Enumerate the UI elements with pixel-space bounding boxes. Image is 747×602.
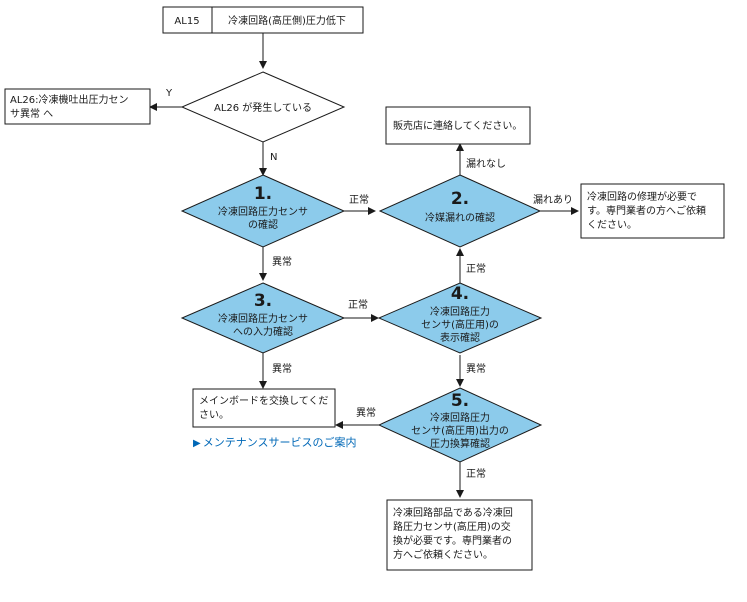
step2-diamond: 2. 冷媒漏れの確認	[378, 174, 542, 248]
step3-line2: への入力確認	[233, 325, 293, 338]
step5-diamond: 5. 冷凍回路圧力 センサ(高圧用)出力の 圧力換算確認	[377, 387, 543, 463]
label-1-normal: 正常	[349, 193, 369, 206]
mainboard-box-line1: メインボードを交換してくだ	[199, 394, 328, 407]
step1-diamond: 1. 冷凍回路圧力センサ の確認	[180, 174, 346, 248]
label-no: N	[270, 152, 277, 163]
dealer-box-text: 販売店に連絡してください。	[393, 119, 522, 132]
label-3-normal: 正常	[348, 298, 368, 311]
replace-box-line1: 冷凍回路部品である冷凍回	[393, 506, 513, 519]
repair-box-line3: ください。	[587, 219, 637, 231]
step4-number: 4.	[451, 284, 469, 304]
decision-al26-text: AL26 が発生している	[214, 101, 312, 114]
step4-line1: 冷凍回路圧力	[430, 305, 490, 318]
title-code: AL15	[174, 16, 199, 27]
connectors	[149, 33, 579, 498]
repair-box-line2: す。専門業者の方へご依頼	[587, 204, 706, 217]
step1-number: 1.	[254, 184, 272, 204]
al26-box-line1: AL26:冷凍機吐出圧力セン	[10, 93, 129, 106]
step5-line2: センサ(高圧用)出力の	[411, 424, 509, 437]
label-4-abnormal: 異常	[466, 362, 486, 375]
step2-line1: 冷媒漏れの確認	[425, 211, 495, 224]
step5-line1: 冷凍回路圧力	[430, 411, 490, 424]
label-leak: 漏れあり	[533, 194, 573, 206]
al26-box: AL26:冷凍機吐出圧力セン サ異常 へ	[4, 88, 151, 125]
step1-line1: 冷凍回路圧力センサ	[218, 205, 308, 218]
maintenance-service-link[interactable]: ▶メンテナンスサービスのご案内	[193, 434, 356, 450]
title-box: AL15 冷凍回路(高圧側)圧力低下	[162, 6, 364, 34]
replace-box: 冷凍回路部品である冷凍回 路圧力センサ(高圧用)の交 換が必要です。専門業者の …	[386, 499, 533, 571]
step3-number: 3.	[254, 291, 272, 311]
play-arrow-icon: ▶	[193, 438, 201, 449]
step4-line2: センサ(高圧用)の	[421, 318, 499, 331]
step1-line2: の確認	[248, 218, 278, 231]
label-no-leak: 漏れなし	[466, 158, 506, 170]
maintenance-service-link-text: メンテナンスサービスのご案内	[202, 436, 357, 449]
repair-box: 冷凍回路の修理が必要で す。専門業者の方へご依頼 ください。	[580, 183, 725, 239]
replace-box-line3: 換が必要です。専門業者の	[393, 534, 512, 547]
replace-box-line2: 路圧力センサ(高圧用)の交	[393, 520, 511, 533]
step3-line1: 冷凍回路圧力センサ	[218, 312, 308, 325]
title-text: 冷凍回路(高圧側)圧力低下	[228, 14, 346, 27]
replace-box-line4: 方へご依頼ください。	[393, 548, 493, 561]
decision-al26: AL26 が発生している	[180, 71, 346, 143]
label-4-normal: 正常	[466, 262, 486, 275]
label-1-abnormal: 異常	[272, 255, 292, 268]
step5-number: 5.	[451, 391, 469, 411]
label-3-abnormal: 異常	[272, 362, 292, 375]
step2-number: 2.	[451, 189, 469, 209]
repair-box-line1: 冷凍回路の修理が必要で	[587, 190, 697, 203]
dealer-box: 販売店に連絡してください。	[385, 106, 531, 145]
al26-box-line2: サ異常 へ	[10, 107, 53, 120]
step3-diamond: 3. 冷凍回路圧力センサ への入力確認	[180, 282, 346, 354]
label-5-normal: 正常	[466, 467, 486, 480]
label-5-abnormal: 異常	[356, 406, 376, 419]
label-yes: Y	[165, 88, 173, 99]
mainboard-box: メインボードを交換してくだ さい。	[192, 388, 336, 428]
step4-diamond: 4. 冷凍回路圧力 センサ(高圧用)の 表示確認	[377, 282, 543, 354]
step5-line3: 圧力換算確認	[430, 437, 490, 450]
mainboard-box-line2: さい。	[199, 409, 229, 421]
step4-line3: 表示確認	[440, 331, 480, 344]
